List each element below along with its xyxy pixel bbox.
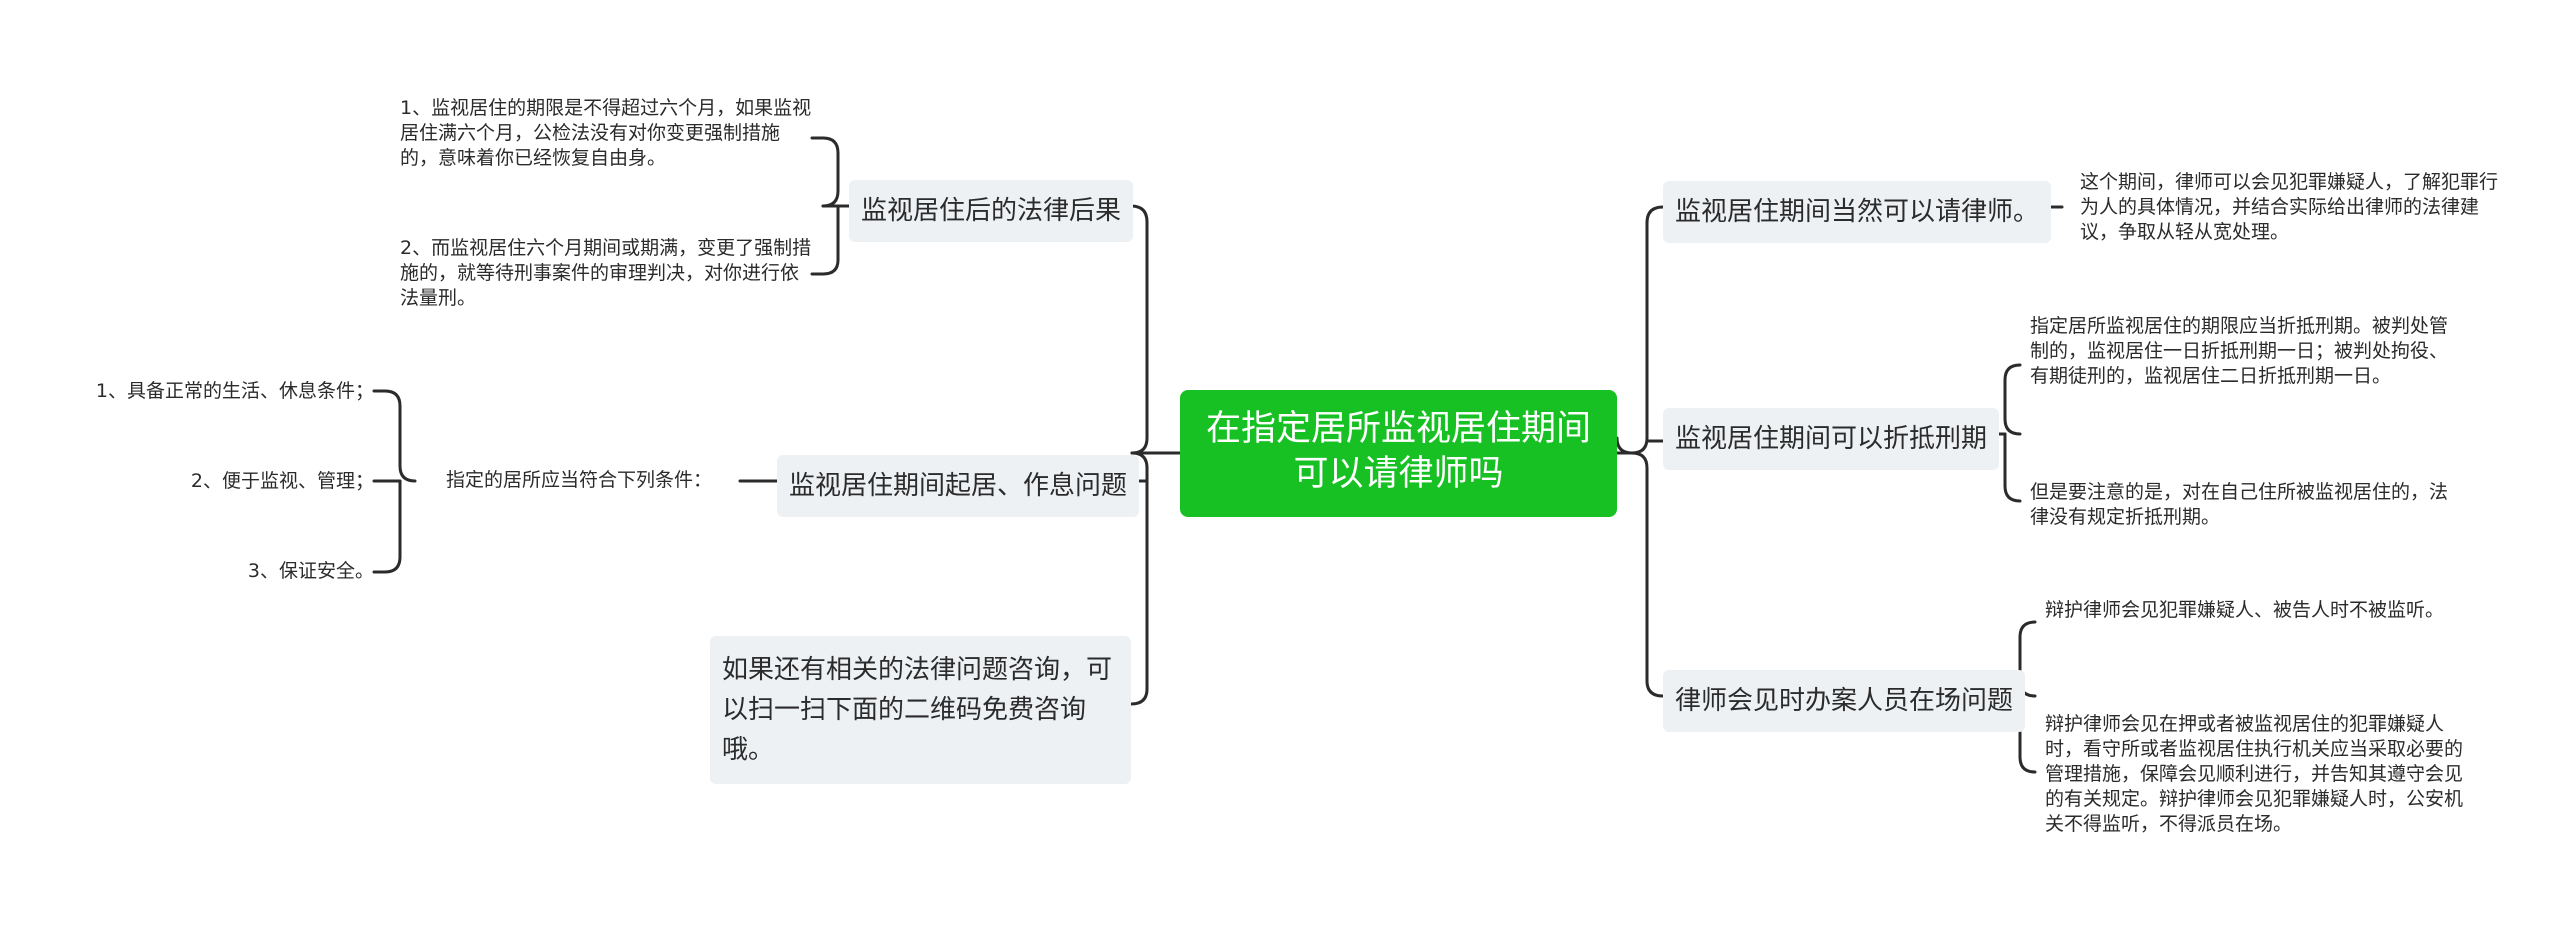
residence-requirements-label: 指定的居所应当符合下列条件：	[446, 469, 713, 491]
branch-label: 监视居住期间起居、作息问题	[789, 471, 1128, 501]
consequence-item-1: 1、监视居住的期限是不得超过六个月，如果监视居住满六个月，公检法没有对你变更强制…	[400, 97, 812, 169]
branch-offset-sentence[interactable]: 监视居住期间可以折抵刑期	[1663, 408, 2000, 470]
branch-consult-qr[interactable]: 如果还有相关的法律问题咨询，可以扫一扫下面的二维码免费咨询哦。	[710, 636, 1131, 784]
root-topic[interactable]: 在指定居所监视居住期间 可以请律师吗	[1180, 390, 1617, 517]
branch-residence-rest[interactable]: 监视居住期间起居、作息问题	[777, 455, 1140, 517]
condition-item-3: 3、保证安全。	[247, 560, 374, 582]
root-topic-line2: 可以请律师吗	[1293, 454, 1504, 494]
condition-item-2: 2、便于监视、管理；	[190, 470, 374, 492]
branch-lawyer-meeting[interactable]: 律师会见时办案人员在场问题	[1663, 670, 2026, 732]
hire-lawyer-detail: 这个期间，律师可以会见犯罪嫌疑人，了解犯罪行为人的具体情况，并结合实际给出律师的…	[2080, 171, 2499, 243]
branch-label: 监视居住期间当然可以请律师。	[1675, 197, 2040, 227]
offset-detail-2: 但是要注意的是，对在自己住所被监视居住的，法律没有规定折抵刑期。	[2030, 481, 2449, 528]
meeting-detail-1: 辩护律师会见犯罪嫌疑人、被告人时不被监听。	[2045, 599, 2445, 621]
branch-hire-lawyer[interactable]: 监视居住期间当然可以请律师。	[1663, 181, 2052, 243]
consequence-item-2: 2、而监视居住六个月期间或期满，变更了强制措施的，就等待刑事案件的审理判决，对你…	[400, 237, 812, 309]
condition-item-1: 1、具备正常的生活、休息条件；	[95, 380, 374, 402]
branch-label: 监视居住期间可以折抵刑期	[1675, 424, 1988, 454]
branch-label: 监视居住后的法律后果	[861, 196, 1122, 226]
branch-label: 律师会见时办案人员在场问题	[1675, 686, 2014, 716]
branch-legal-consequences[interactable]: 监视居住后的法律后果	[849, 180, 1134, 242]
root-topic-line1: 在指定居所监视居住期间	[1205, 409, 1591, 449]
branch-label: 如果还有相关的法律问题咨询，可以扫一扫下面的二维码免费咨询哦。	[722, 655, 1113, 765]
meeting-detail-2: 辩护律师会见在押或者被监视居住的犯罪嫌疑人时，看守所或者监视居住执行机关应当采取…	[2045, 713, 2464, 835]
offset-detail-1: 指定居所监视居住的期限应当折抵刑期。被判处管制的，监视居住一日折抵刑期一日；被判…	[2030, 315, 2449, 387]
